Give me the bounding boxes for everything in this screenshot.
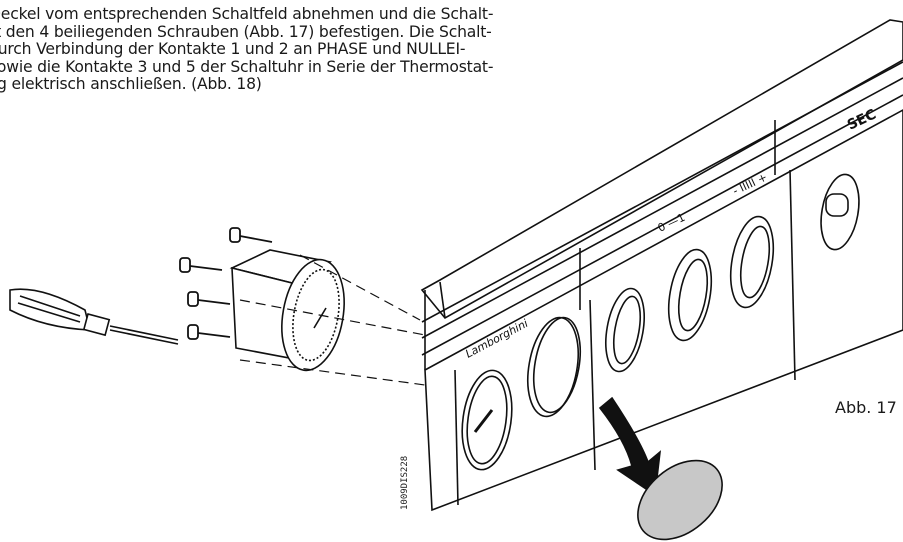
timer-module xyxy=(229,249,345,372)
sec-knob xyxy=(820,173,860,251)
knob-3 xyxy=(729,215,775,309)
text-line: sowie die Kontakte 3 und 5 der Schaltuhr… xyxy=(0,57,494,76)
figure-code: 1009DIS228 xyxy=(400,455,410,510)
text-line: durch Verbindung der Kontakte 1 und 2 an… xyxy=(0,40,466,59)
figure-caption: Abb. 17 xyxy=(835,398,897,417)
body-text: Deckel vom entsprechenden Schaltfeld abn… xyxy=(0,5,494,94)
text-line: g elektrisch anschließen. (Abb. 18) xyxy=(0,75,262,94)
knob-2 xyxy=(667,248,713,342)
gauge xyxy=(461,369,513,471)
knob-1 xyxy=(605,287,645,373)
cover xyxy=(637,459,723,541)
screws xyxy=(179,227,273,340)
screwdriver xyxy=(9,288,179,345)
text-line: Deckel vom entsprechenden Schaltfeld abn… xyxy=(0,5,494,23)
text-line: it den 4 beiliegenden Schrauben (Abb. 17… xyxy=(0,22,492,41)
arrow-icon xyxy=(598,396,662,497)
